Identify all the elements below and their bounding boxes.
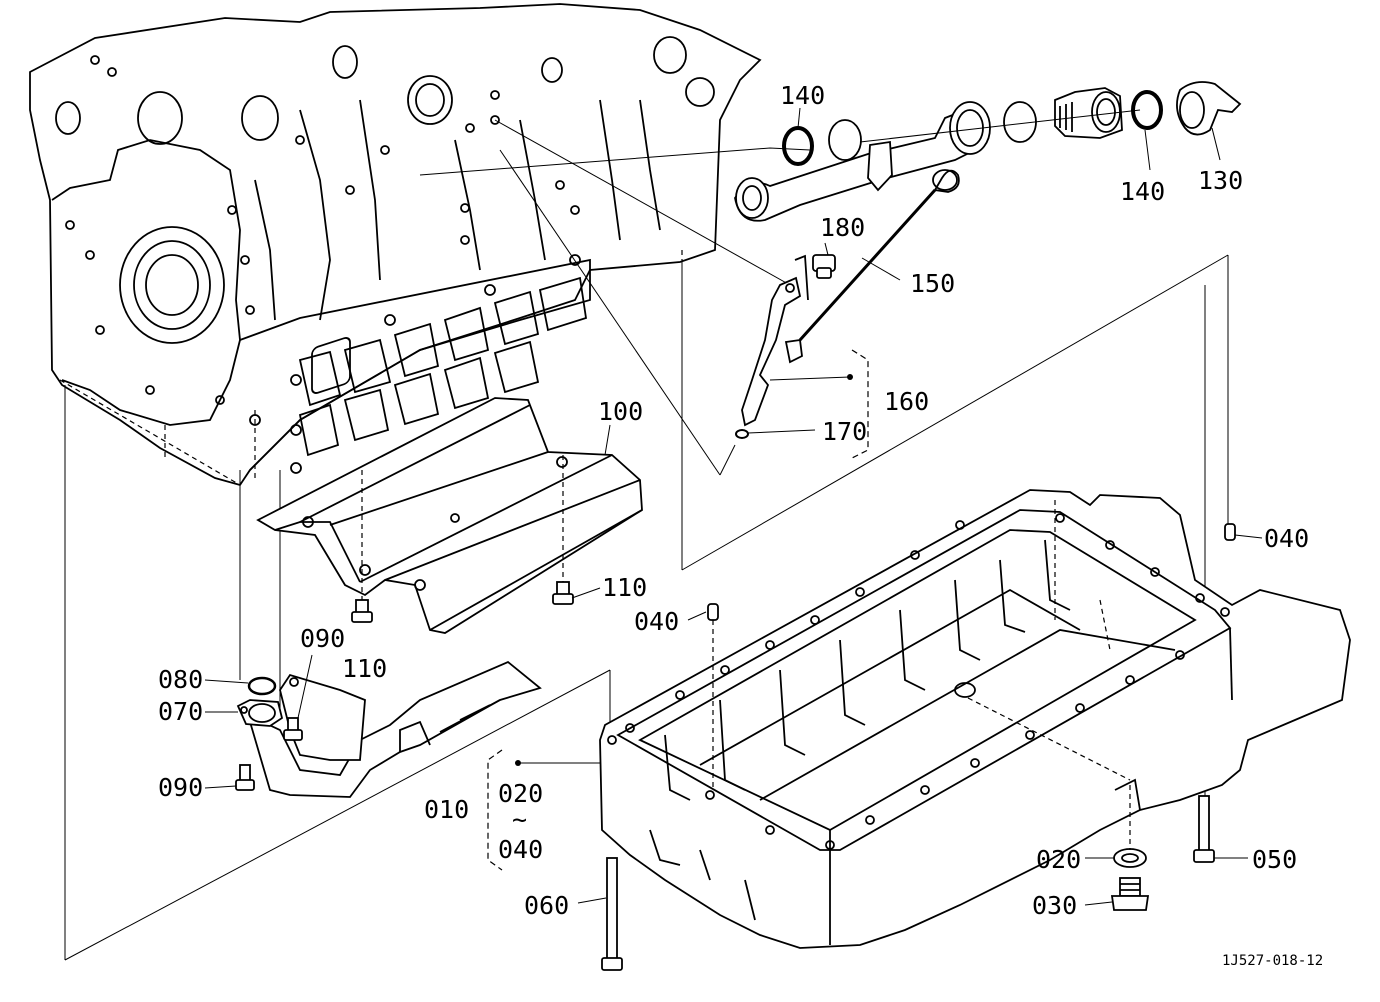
label-020-group: 020 bbox=[498, 779, 543, 808]
label-170: 170 bbox=[822, 417, 867, 446]
callout-labels: 140 140 130 180 150 160 170 100 110 110 … bbox=[158, 81, 1323, 969]
oil-pan-010 bbox=[599, 489, 1351, 949]
plug-180 bbox=[812, 254, 836, 279]
bolt-090-upper bbox=[283, 717, 303, 741]
label-010: 010 bbox=[424, 795, 469, 824]
label-110-right: 110 bbox=[602, 573, 647, 602]
dipstick-150 bbox=[798, 169, 960, 342]
baffle-plate-100 bbox=[256, 397, 643, 634]
o-ring-170 bbox=[735, 429, 749, 439]
o-ring-140-right bbox=[1131, 90, 1163, 130]
filler-cap-130 bbox=[1176, 81, 1242, 136]
label-070: 070 bbox=[158, 697, 203, 726]
label-060: 060 bbox=[524, 891, 569, 920]
label-140-top: 140 bbox=[780, 81, 825, 110]
o-ring-plain-left bbox=[828, 119, 862, 161]
label-tilde: ~ bbox=[512, 805, 527, 834]
label-110-left: 110 bbox=[342, 654, 387, 683]
bolt-050 bbox=[1193, 795, 1215, 863]
label-090-upper: 090 bbox=[300, 624, 345, 653]
engine-block bbox=[29, 3, 762, 487]
label-140-right: 140 bbox=[1120, 177, 1165, 206]
washer-020 bbox=[1113, 848, 1147, 868]
label-130: 130 bbox=[1198, 166, 1243, 195]
bolt-060 bbox=[601, 857, 623, 971]
dowel-pin-040-center bbox=[707, 603, 719, 790]
label-030: 030 bbox=[1032, 891, 1077, 920]
dowel-pin-040-right bbox=[1224, 523, 1236, 541]
bolt-110-left bbox=[351, 470, 373, 623]
o-ring-140-left bbox=[782, 126, 814, 166]
gasket-070 bbox=[236, 699, 284, 727]
label-090-lower: 090 bbox=[158, 773, 203, 802]
filler-pipe bbox=[734, 101, 991, 222]
bolt-090-lower bbox=[235, 764, 255, 791]
reference-code: 1J527-018-12 bbox=[1222, 953, 1323, 969]
label-180: 180 bbox=[820, 213, 865, 242]
drain-plug-030 bbox=[1110, 877, 1150, 911]
dipstick-guide-160 bbox=[741, 254, 809, 427]
bolt-110-right bbox=[552, 455, 574, 605]
label-020: 020 bbox=[1036, 845, 1081, 874]
label-040-group: 040 bbox=[498, 835, 543, 864]
label-040-center: 040 bbox=[634, 607, 679, 636]
filler-adapter bbox=[1054, 87, 1123, 139]
oil-strainer-pipe bbox=[246, 660, 542, 798]
label-100: 100 bbox=[598, 397, 643, 426]
o-ring-080 bbox=[247, 676, 277, 696]
label-160: 160 bbox=[884, 387, 929, 416]
label-050: 050 bbox=[1252, 845, 1297, 874]
label-040-right: 040 bbox=[1264, 524, 1309, 553]
label-080: 080 bbox=[158, 665, 203, 694]
label-150: 150 bbox=[910, 269, 955, 298]
